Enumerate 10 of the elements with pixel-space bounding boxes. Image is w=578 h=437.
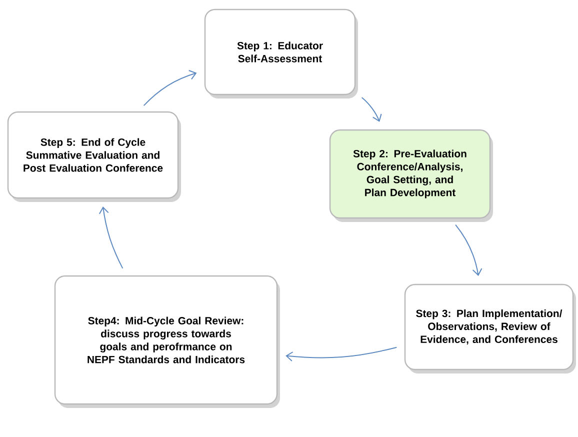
arrow — [143, 70, 197, 106]
arrow — [361, 97, 382, 122]
arrow — [98, 206, 124, 269]
step-box: Step 5: End of Cycle Summative Evaluation and Post Evaluation Conference — [7, 111, 179, 199]
step-box: Step 2: Pre-Evaluation Conference/Analysis, Goal Setting, and Plan Development — [329, 129, 491, 219]
step-box: Step 1: Educator Self-Assessment — [204, 8, 356, 96]
step-box: Step 3: Plan Implementation/ Observations, Review of Evidence, and Conferences — [404, 284, 574, 370]
step-box: Step4: Mid-Cycle Goal Review: discuss progress towards goals and perofrmance on NEPF Standards and Indicators — [54, 275, 278, 405]
arrow — [286, 346, 398, 362]
arrow — [455, 224, 482, 276]
